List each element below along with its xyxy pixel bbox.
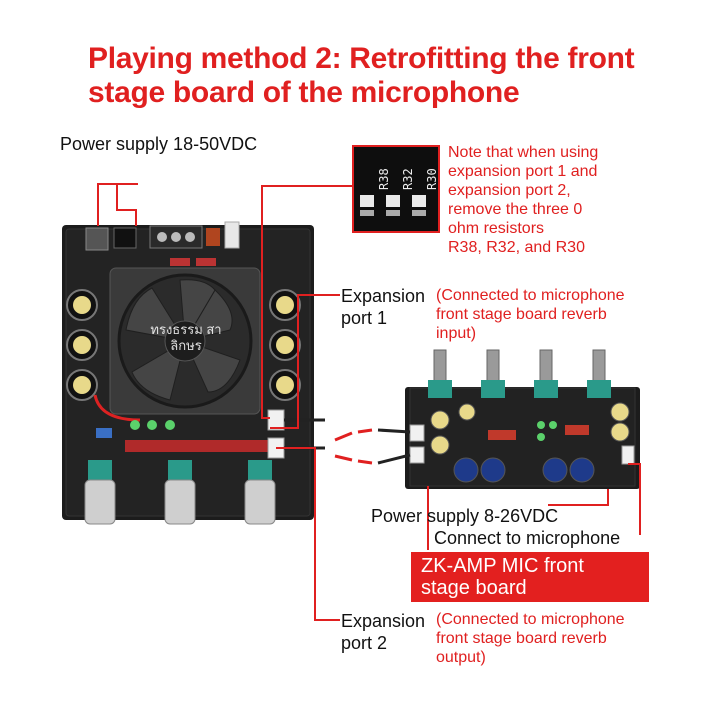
page-title: Playing method 2: Retrofitting the front… (88, 42, 635, 110)
expansion-port-1-line-2: port 1 (341, 308, 388, 328)
resistor-r30: R30 (425, 168, 439, 190)
title-line-1: Playing method 2: Retrofitting the front (88, 42, 635, 75)
expansion-port-2-desc-line: output) (436, 649, 486, 666)
resistor-r38: R38 (377, 168, 391, 190)
note-line: R38, R32, and R30 (448, 239, 585, 256)
mic-front-stage-board (405, 349, 640, 489)
amplifier-board (62, 221, 314, 525)
expansion-port-2-line-2: port 2 (341, 633, 388, 653)
power-mic-label: Power supply 8-26VDC (371, 506, 559, 526)
title-line-2: stage board of the microphone (88, 76, 520, 109)
expansion-port-2-desc-line: front stage board reverb (436, 630, 607, 647)
expansion-port-1-desc-line: (Connected to microphone (436, 287, 625, 304)
resistor-inset (352, 145, 440, 233)
note-line: expansion port 1 and (448, 163, 598, 180)
note-line: ohm resistors (448, 220, 545, 237)
expansion-port-1-desc-line: front stage board reverb (436, 306, 607, 323)
expansion-port-1-desc-line: input) (436, 325, 477, 342)
resistor-r32: R32 (401, 168, 415, 190)
expansion-port-2-desc-line: (Connected to microphone (436, 611, 625, 628)
note-line: Note that when using (448, 144, 599, 161)
removal-note: Note that when using expansion port 1 an… (448, 143, 598, 257)
expansion-port-1-label: Expansion port 1 (341, 285, 425, 329)
connect-microphone-label: Connect to microphone (434, 528, 621, 548)
callout-lines (97, 183, 641, 621)
power-main-label: Power supply 18-50VDC (60, 134, 258, 154)
note-line: remove the three 0 (448, 201, 583, 218)
expansion-port-1-line-1: Expansion (341, 286, 426, 306)
mic-board-name-line-1: ZK-AMP MIC front (421, 555, 584, 577)
expansion-port-2-desc: (Connected to microphone front stage boa… (436, 610, 625, 667)
note-line: expansion port 2, (448, 182, 571, 199)
watermark: ทรงธรรม สาลิกษร (150, 322, 222, 353)
expansion-port-1-desc: (Connected to microphone front stage boa… (436, 286, 625, 343)
mic-board-name-badge: ZK-AMP MIC front stage board (411, 552, 649, 602)
resistor-labels: R38 R32 R30 (377, 150, 439, 190)
mic-board-name-line-2: stage board (421, 577, 527, 599)
expansion-port-2-line-1: Expansion (341, 611, 426, 631)
expansion-port-2-label: Expansion port 2 (341, 610, 425, 654)
